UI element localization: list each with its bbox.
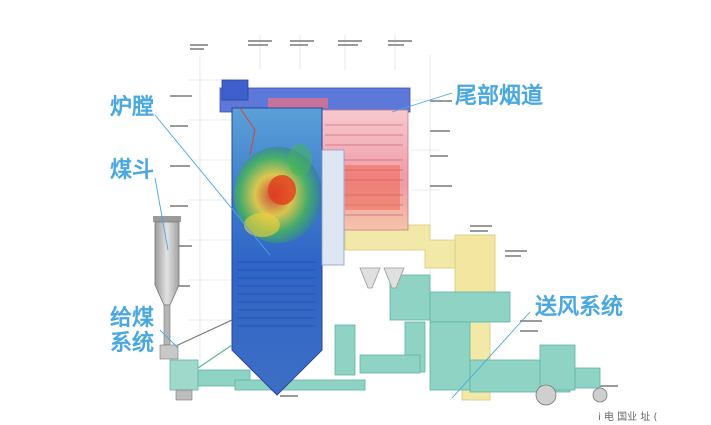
- air-fan: [535, 384, 608, 406]
- label-coal-feeder-line1: 给煤: [110, 305, 154, 331]
- ash-hopper-right: [383, 267, 405, 289]
- ash-hopper-left: [359, 267, 381, 289]
- label-coal-feeder-line2: 系统: [110, 330, 154, 356]
- label-coal-hopper: 煤斗: [110, 157, 154, 183]
- label-furnace: 炉膛: [110, 94, 154, 120]
- callout-leader-lines: [154, 92, 531, 399]
- label-air-supply: 送风系统: [535, 294, 623, 320]
- top-steam-drum: [221, 79, 249, 101]
- flue-gas-stack-segment: [454, 234, 496, 296]
- coal-hopper: [153, 216, 181, 346]
- coal-feeder: [159, 319, 233, 401]
- label-tail-flue: 尾部烟道: [455, 83, 543, 109]
- header-red-band: [268, 98, 328, 108]
- furnace: [231, 107, 323, 396]
- watermark: i 电 国业 址 (: [598, 410, 657, 423]
- furnace-exit-pass: [321, 149, 345, 266]
- tail-flue-hot-band: [345, 165, 400, 210]
- air-supply-ducts: [189, 274, 601, 393]
- schematic-annotations: [170, 40, 618, 397]
